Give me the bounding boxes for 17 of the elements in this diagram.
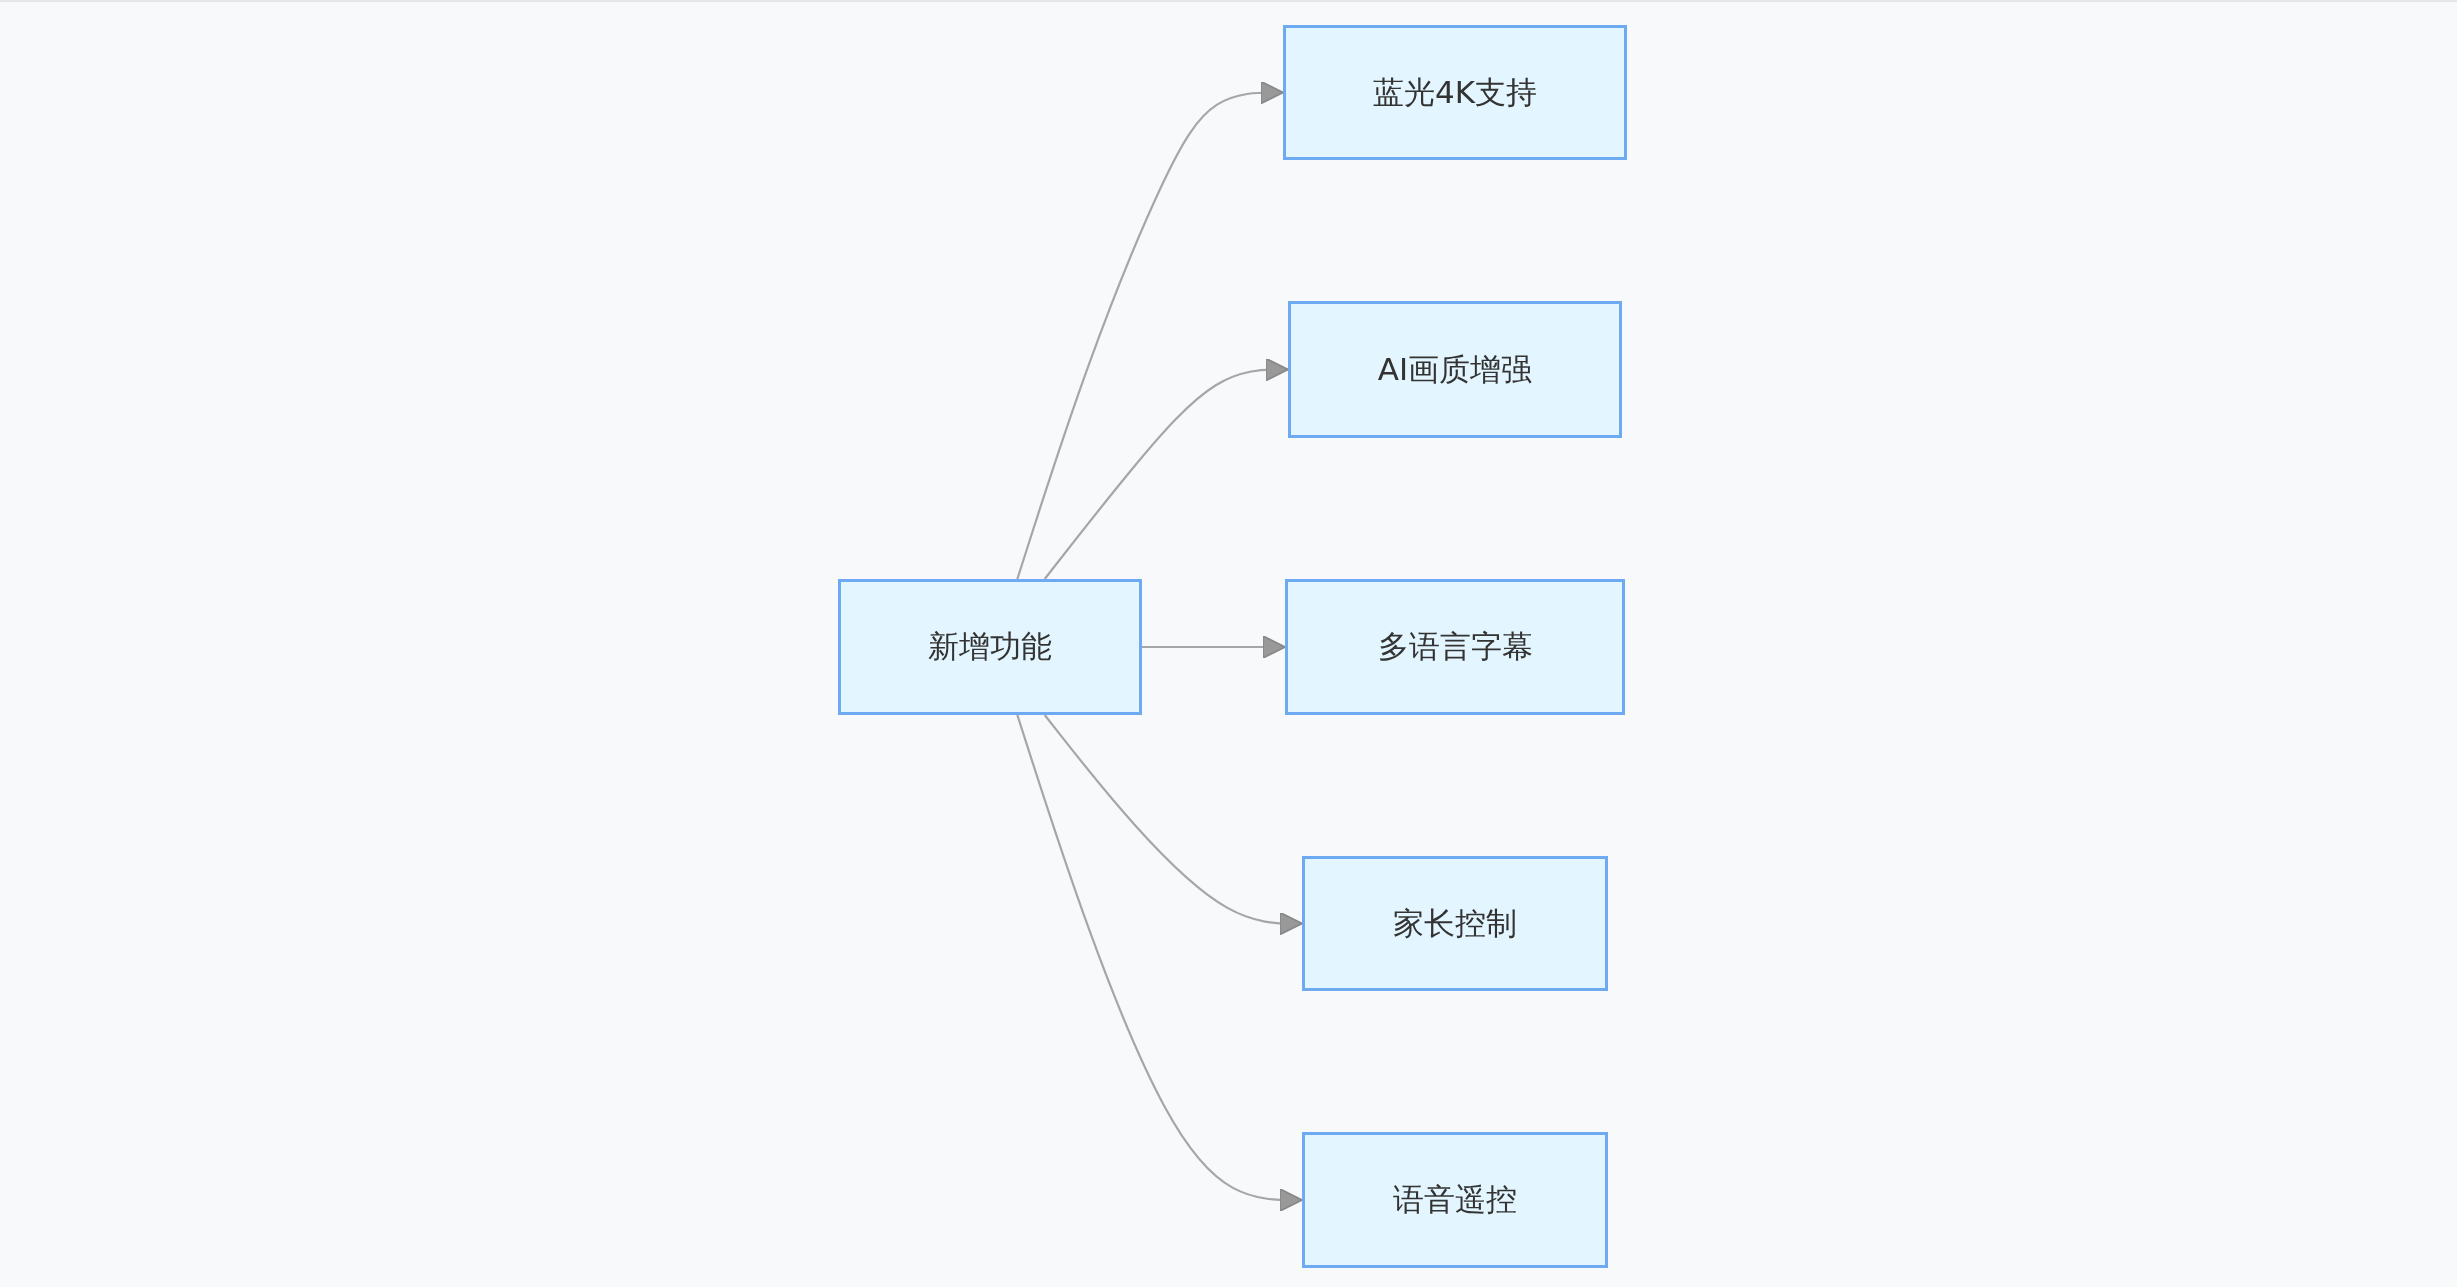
process-box — [1302, 1132, 1608, 1268]
process-box — [1288, 301, 1622, 438]
arrow — [1043, 357, 1289, 580]
arrow — [1016, 714, 1303, 1212]
box-label: 语音遥控 — [1393, 1180, 1517, 1219]
box-label: 新增功能 — [928, 627, 1052, 666]
arrow — [1016, 80, 1284, 580]
box-label: 蓝光4K支持 — [1372, 72, 1538, 112]
box-label: 多语言字幕 — [1377, 627, 1533, 666]
process-box — [1285, 579, 1625, 715]
process-box — [1302, 856, 1608, 991]
process-box — [1283, 25, 1627, 160]
box-label: 家长控制 — [1393, 903, 1517, 943]
arrow — [1043, 714, 1303, 936]
box-label: AI画质增强 — [1377, 349, 1533, 389]
process-box — [838, 579, 1142, 715]
arrow — [1142, 635, 1286, 659]
